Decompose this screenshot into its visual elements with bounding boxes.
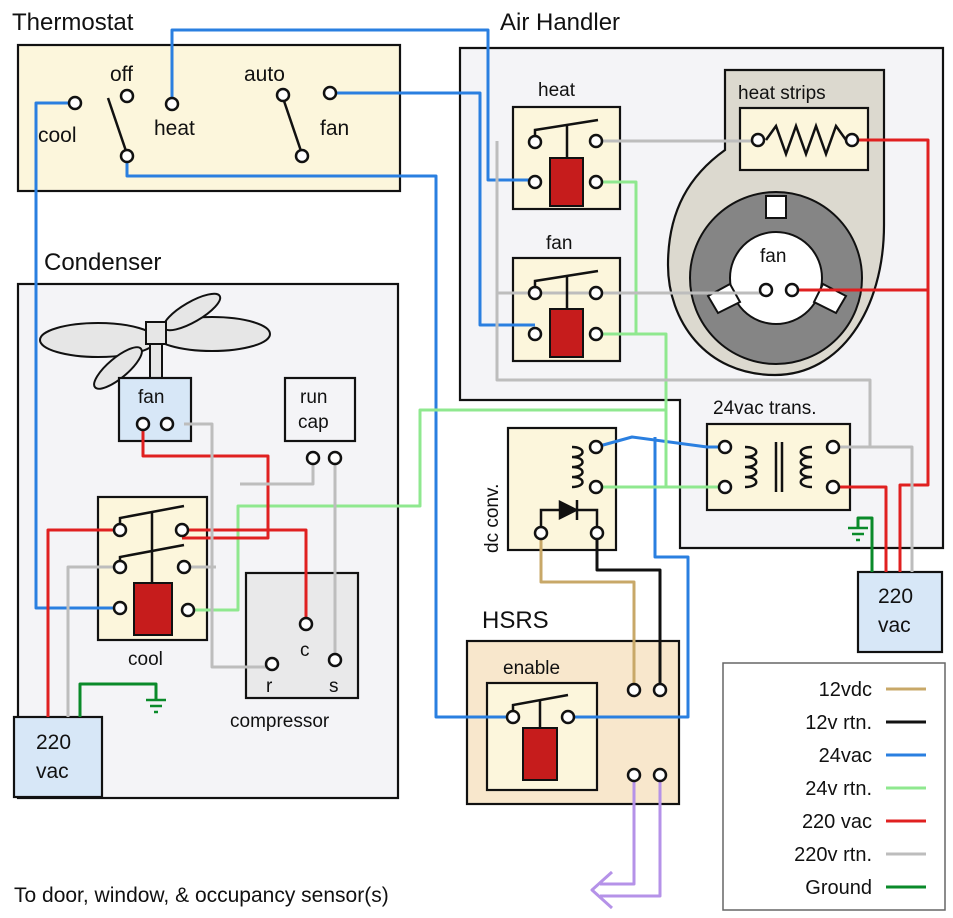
transformer-coils — [744, 442, 813, 492]
air-handler-supply-label-1: 220 — [878, 585, 913, 608]
relay-coils — [133, 157, 584, 781]
blower-vane-left — [706, 282, 742, 315]
transformer-box — [705, 422, 852, 512]
dc-converter-internals — [539, 445, 599, 533]
ah-heat-relay-label: heat — [538, 80, 576, 101]
legend-label: 220v rtn. — [794, 844, 872, 866]
heat-strips-label: heat strips — [738, 83, 826, 104]
legend-label: 24vac — [819, 745, 872, 767]
heat-strip-element — [764, 122, 848, 158]
ah-fan-relay-label: fan — [546, 233, 572, 254]
condenser-supply-box — [12, 715, 104, 799]
thermostat-auto-label: auto — [244, 63, 285, 86]
blower-vane-top — [765, 195, 787, 219]
thermostat-heat-label: heat — [154, 117, 195, 140]
legend: 12vdc 12v rtn. 24vac 24v rtn. 220 vac 220v rt… — [794, 679, 926, 899]
transformer-label: 24vac trans. — [713, 398, 817, 419]
blower-assembly — [666, 68, 886, 377]
run-cap-label-1: run — [300, 387, 327, 408]
condenser-supply-label-2: vac — [36, 760, 69, 783]
hsrs-title: HSRS — [482, 607, 549, 634]
dc-converter-label: dc conv. — [482, 484, 503, 553]
blower-fan-label: fan — [760, 246, 786, 267]
thermostat-fan-switch-arm — [281, 97, 304, 155]
wires-12vdc — [539, 533, 636, 690]
condenser-fan-label: fan — [138, 387, 164, 408]
wires-sensor — [590, 775, 662, 910]
legend-label: 12vdc — [819, 679, 872, 701]
compressor-s-label: s — [329, 676, 339, 697]
compressor-box — [244, 571, 360, 700]
air-handler-supply-box — [856, 570, 944, 654]
legend-label: 220 vac — [802, 811, 872, 833]
air-handler-supply-label-2: vac — [878, 614, 911, 637]
relay-contacts — [118, 118, 599, 730]
thermostat-off-label: off — [110, 63, 133, 86]
legend-label: 12v rtn. — [805, 712, 872, 734]
condenser-supply-label-1: 220 — [36, 731, 71, 754]
legend-label: Ground — [805, 877, 872, 899]
condenser-fan-motor — [117, 376, 193, 443]
wires-12v-return — [595, 533, 662, 690]
condenser-fan-blade — [39, 292, 271, 390]
thermostat-panel — [16, 43, 402, 193]
compressor-c-label: c — [300, 640, 310, 661]
terminals — [67, 85, 860, 783]
thermostat-system-switch-arm — [106, 97, 129, 155]
ground-symbols — [146, 526, 868, 714]
wires-220vac — [46, 138, 930, 717]
thermostat-cool-label: cool — [38, 124, 77, 147]
compressor-label: compressor — [230, 711, 330, 732]
legend-label: 24v rtn. — [805, 778, 872, 800]
thermostat-fan-label: fan — [320, 117, 349, 140]
enable-relay-label: enable — [503, 658, 560, 679]
thermostat-title: Thermostat — [12, 9, 134, 36]
air-handler-title: Air Handler — [500, 9, 620, 36]
condenser-title: Condenser — [44, 249, 161, 276]
cool-relay-label: cool — [128, 649, 163, 670]
blower-hub — [729, 231, 823, 325]
footer-caption: To door, window, & occupancy sensor(s) — [14, 884, 389, 907]
run-cap-label-2: cap — [298, 412, 329, 433]
wires-ground — [78, 516, 874, 717]
run-capacitor — [283, 376, 357, 443]
compressor-r-label: r — [266, 676, 273, 697]
wires-24v-return — [188, 180, 725, 612]
